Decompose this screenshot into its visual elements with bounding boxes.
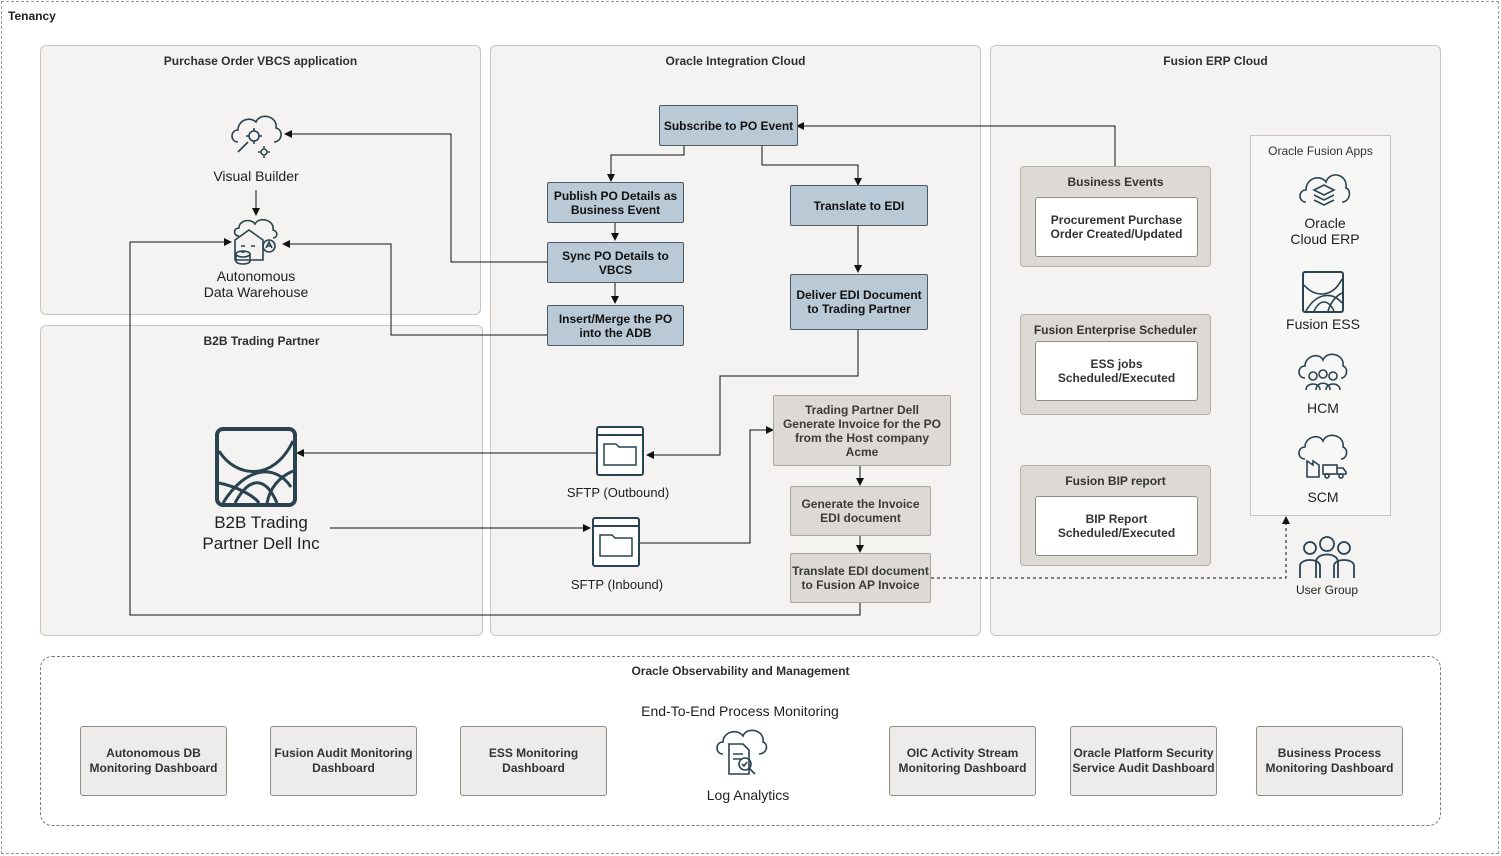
fusion-ess-icon (1302, 271, 1344, 313)
sftp-outbound-label: SFTP (Outbound) (566, 485, 670, 500)
visual-builder-label: Visual Builder (213, 168, 299, 184)
user-group-label: User Group (1295, 583, 1359, 597)
oic-region-title: Oracle Integration Cloud (665, 54, 806, 68)
b2b-partner-line2: Partner Dell Inc (202, 534, 320, 553)
translate-to-edi-step[interactable]: Translate to EDI (790, 185, 928, 226)
oic-activity-dashboard[interactable]: OIC Activity Stream Monitoring Dashboard (889, 726, 1036, 796)
e2e-monitoring-label: End-To-End Process Monitoring (641, 703, 839, 719)
scm-label: SCM (1307, 489, 1339, 505)
oracle-cloud-erp-line1: Oracle (1304, 215, 1346, 231)
adw-label-line1: Autonomous (216, 268, 296, 284)
observability-title: Oracle Observability and Management (631, 664, 850, 678)
visual-builder-icon (231, 115, 282, 158)
hcm-label: HCM (1307, 400, 1339, 416)
generate-invoice-edi-step[interactable]: Generate the Invoice EDI document (790, 486, 931, 536)
oracle-cloud-erp-line2: Cloud ERP (1290, 231, 1360, 247)
vbcs-region: Purchase Order VBCS application (40, 45, 481, 315)
user-group-icon (1299, 536, 1355, 578)
ess-monitoring-dashboard[interactable]: ESS Monitoring Dashboard (460, 726, 607, 796)
bip-group: Fusion BIP report BIP Report Scheduled/E… (1020, 465, 1211, 566)
erp-region-title: Fusion ERP Cloud (1163, 54, 1268, 68)
tenancy-label: Tenancy (8, 9, 56, 23)
oracle-cloud-erp-icon (1299, 174, 1351, 206)
business-events-title: Business Events (1067, 175, 1164, 189)
adw-label: Autonomous Data Warehouse (186, 268, 326, 300)
vbcs-region-title: Purchase Order VBCS application (163, 54, 358, 68)
fusion-apps-title: Oracle Fusion Apps (1268, 144, 1373, 158)
bip-report-box[interactable]: BIP Report Scheduled/Executed (1035, 496, 1198, 556)
log-analytics-label: Log Analytics (706, 787, 790, 803)
fusion-audit-dashboard[interactable]: Fusion Audit Monitoring Dashboard (270, 726, 417, 796)
translate-ap-invoice-step[interactable]: Translate EDI document to Fusion AP Invo… (790, 553, 931, 603)
subscribe-po-event-step[interactable]: Subscribe to PO Event (659, 105, 798, 146)
sync-po-vbcs-step[interactable]: Sync PO Details to VBCS (547, 242, 684, 283)
publish-po-details-step[interactable]: Publish PO Details as Business Event (547, 182, 684, 223)
ess-jobs-box[interactable]: ESS jobs Scheduled/Executed (1035, 341, 1198, 401)
sftp-outbound-icon (596, 426, 644, 476)
b2b-region-title: B2B Trading Partner (203, 334, 320, 348)
b2b-partner-icon (215, 427, 297, 507)
log-analytics-icon (716, 729, 768, 775)
bip-title: Fusion BIP report (1065, 474, 1166, 488)
scheduler-title: Fusion Enterprise Scheduler (1033, 323, 1198, 337)
sftp-inbound-label: SFTP (Inbound) (570, 577, 664, 592)
hcm-icon (1298, 353, 1348, 391)
autonomous-db-dashboard[interactable]: Autonomous DB Monitoring Dashboard (80, 726, 227, 796)
oracle-cloud-erp-label: Oracle Cloud ERP (1260, 215, 1390, 247)
autonomous-data-warehouse-icon (233, 218, 278, 265)
sftp-inbound-icon (592, 517, 640, 567)
generate-invoice-step[interactable]: Trading Partner Dell Generate Invoice fo… (773, 395, 951, 466)
business-events-group: Business Events Procurement Purchase Ord… (1020, 166, 1211, 267)
business-process-dashboard[interactable]: Business Process Monitoring Dashboard (1256, 726, 1403, 796)
fusion-ess-label: Fusion ESS (1286, 316, 1360, 332)
adw-label-line2: Data Warehouse (203, 284, 309, 300)
insert-merge-po-step[interactable]: Insert/Merge the PO into the ADB (547, 305, 684, 346)
b2b-partner-label: B2B Trading Partner Dell Inc (180, 512, 342, 554)
b2b-partner-line1: B2B Trading (214, 513, 308, 532)
b2b-region: B2B Trading Partner (40, 325, 483, 636)
scheduler-group: Fusion Enterprise Scheduler ESS jobs Sch… (1020, 314, 1211, 415)
deliver-edi-step[interactable]: Deliver EDI Document to Trading Partner (790, 274, 928, 330)
opss-audit-dashboard[interactable]: Oracle Platform Security Service Audit D… (1070, 726, 1217, 796)
scm-icon (1298, 434, 1348, 479)
procurement-event-box[interactable]: Procurement Purchase Order Created/Updat… (1035, 197, 1198, 257)
